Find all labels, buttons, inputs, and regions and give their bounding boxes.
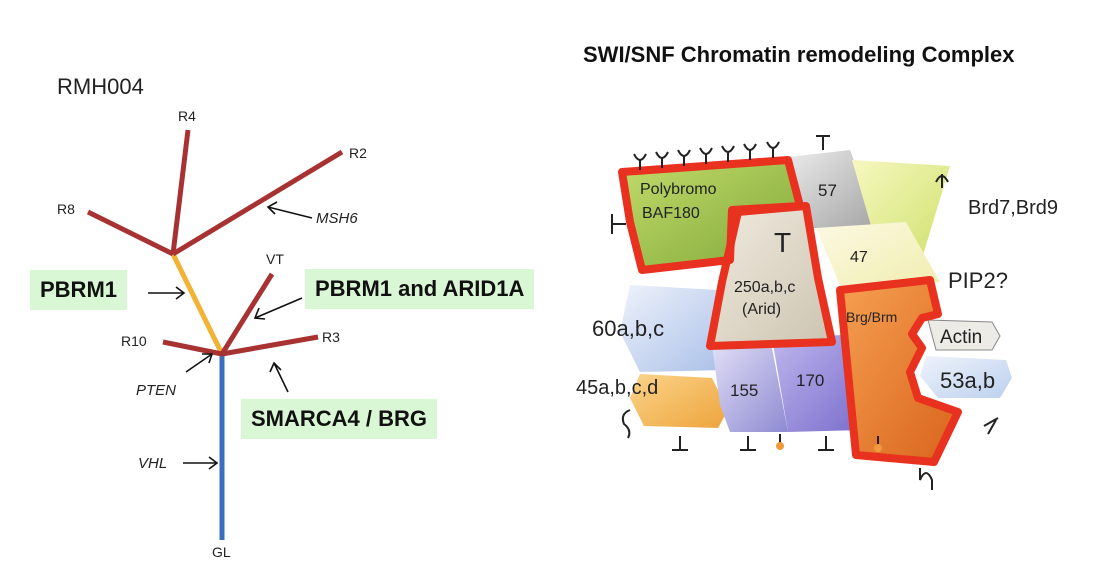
label-170: 170 (796, 371, 824, 390)
tip-label-r2: R2 (349, 145, 367, 161)
label-arid-line1: 250a,b,c (734, 279, 795, 296)
callout-pbrm1-arid1a: PBRM1 and ARID1A (305, 269, 535, 309)
label-155: 155 (730, 381, 758, 400)
branch-vt (219, 272, 275, 356)
arrow-pbrm1-arid1a (254, 297, 303, 319)
complex-title: SWI/SNF Chromatin remodeling Complex (583, 42, 1015, 67)
arrow-msh6 (267, 206, 313, 219)
subunit-arid (710, 206, 832, 346)
subunit-polybromo (622, 160, 800, 270)
arrow-pten (185, 353, 213, 373)
gene-label-vhl: VHL (138, 455, 168, 472)
subunit-45 (630, 374, 728, 428)
tip-label-gl: GL (212, 544, 231, 560)
highlight-arid (706, 202, 836, 350)
label-pip2: PIP2? (948, 268, 1008, 293)
branch-r10 (162, 339, 223, 357)
pbrm1-branch (170, 252, 225, 356)
label-45: 45a,b,c,d (576, 377, 658, 399)
branch-r4 (170, 129, 191, 255)
subunit-155 (712, 345, 788, 432)
label-arid-t: T (774, 227, 791, 258)
gene-label-pten: PTEN (136, 382, 177, 399)
label-brg: Brg/Brm (846, 309, 897, 325)
subunit-60 (620, 285, 726, 372)
tip-label-r4: R4 (178, 108, 196, 124)
subunit-brg (840, 280, 958, 462)
tip-label-r3: R3 (322, 329, 340, 345)
label-polybromo: Polybromo (640, 181, 717, 198)
subunit-53 (920, 356, 1012, 398)
branch-r2 (171, 149, 344, 257)
label-60: 60a,b,c (592, 316, 664, 341)
tip-label-r10: R10 (121, 333, 147, 349)
label-brd: Brd7,Brd9 (968, 197, 1058, 219)
subunit-actin (927, 319, 1001, 351)
tip-label-r8: R8 (57, 201, 75, 217)
arrow-smarca4 (273, 362, 289, 393)
branch-r3 (221, 334, 319, 357)
highlight-brg (836, 276, 962, 466)
tip-label-vt: VT (266, 251, 284, 267)
callout-pbrm1: PBRM1 (30, 270, 128, 310)
subunit-47 (816, 222, 940, 290)
gene-label-msh6: MSH6 (316, 210, 358, 227)
tree-title: RMH004 (57, 74, 144, 99)
phylogenetic-tree (86, 129, 344, 540)
callout-smarca4: SMARCA4 / BRG (241, 399, 438, 439)
label-47: 47 (850, 249, 868, 266)
subunit-170 (772, 335, 862, 432)
label-arid-line2: (Arid) (742, 301, 781, 318)
label-actin: Actin (940, 327, 982, 348)
label-53: 53a,b (940, 368, 995, 393)
label-baf180: BAF180 (642, 205, 700, 222)
swi-snf-complex-diagram: Polybromo BAF180 57 Brd7,Brd9 47 T 250a,… (576, 135, 1058, 490)
label-57: 57 (818, 181, 837, 200)
branch-r8 (86, 209, 175, 257)
